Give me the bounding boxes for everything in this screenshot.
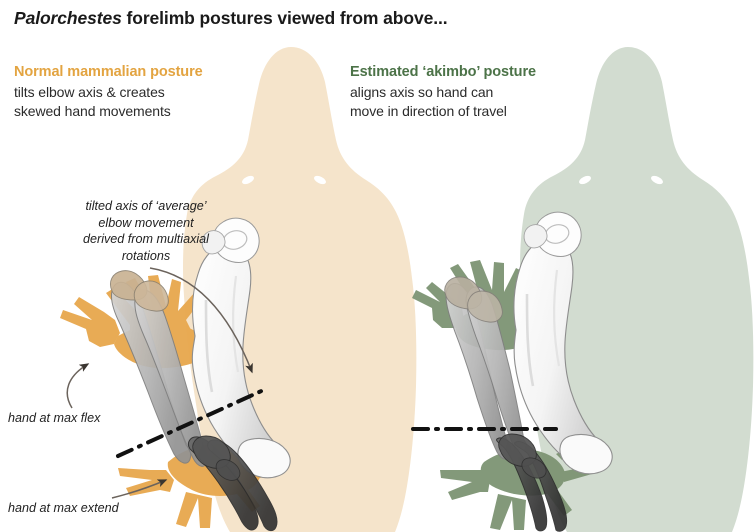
radius-ulna-extended-right [496, 433, 568, 532]
eye-slit-left [242, 175, 254, 185]
left-panel-group [60, 47, 417, 532]
humerus-bone-left [191, 217, 291, 479]
radius-ulna-extended-left [187, 435, 278, 532]
title-remainder: forelimb postures viewed from above... [121, 8, 448, 28]
left-panel-description: tilts elbow axis & creates skewed hand m… [14, 84, 171, 119]
right-panel-group [411, 47, 754, 532]
eye-slit-left [579, 175, 591, 185]
radius-ulna-flexed-right [444, 276, 532, 464]
max-extend-label: hand at max extend [8, 501, 119, 515]
max-flex-arrow [66, 363, 90, 409]
right-panel-description: aligns axis so hand can move in directio… [350, 84, 507, 119]
axis-annotation-arrow [149, 267, 253, 374]
eye-slit-right [651, 175, 663, 185]
max-extend-arrow [111, 479, 168, 499]
eye-slit-right [314, 175, 326, 185]
humerus-bone-right [513, 211, 613, 475]
axis-annotation-label: tilted axis of ‘average’ elbow movement … [83, 199, 209, 263]
figure-title: Palorchestes forelimb postures viewed fr… [14, 8, 448, 29]
elbow-axis-line-left [116, 386, 270, 458]
max-flex-label: hand at max flex [8, 411, 101, 425]
left-panel-heading: Normal mammalian posture [14, 64, 203, 80]
genus-name: Palorchestes [14, 8, 122, 28]
right-panel-heading: Estimated ‘akimbo’ posture [350, 64, 536, 80]
